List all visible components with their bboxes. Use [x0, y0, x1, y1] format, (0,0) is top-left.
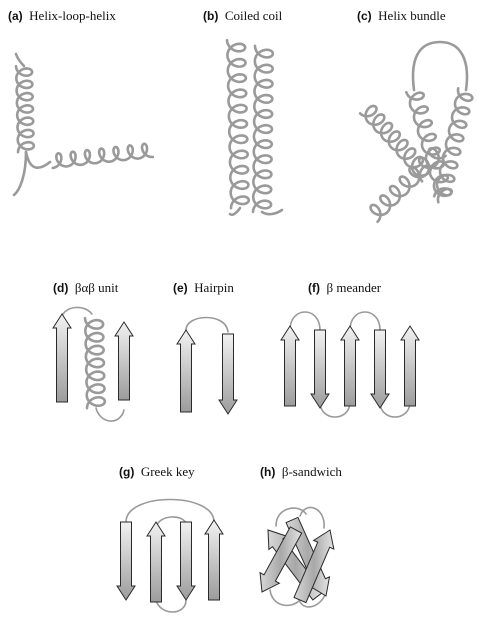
strand-g4	[205, 520, 223, 600]
loop-g-outer	[126, 500, 214, 523]
panel-h-beta-sandwich	[260, 507, 334, 606]
panel-d-bab-unit	[53, 307, 133, 421]
strand-g1	[117, 522, 135, 600]
loop-a-bend	[26, 152, 50, 168]
panel-f-beta-meander	[281, 312, 419, 417]
loop-h2	[300, 507, 324, 528]
loop-e	[186, 318, 228, 333]
strand-f3	[341, 326, 359, 406]
panel-a-helix-loop-helix	[14, 54, 153, 195]
helix-c3	[360, 106, 431, 181]
strand-e2	[219, 334, 237, 414]
loop-a	[14, 152, 26, 195]
strand-d2	[115, 322, 133, 400]
loop-f1	[290, 312, 320, 330]
strand-d1	[53, 314, 71, 402]
loop-d-bottom	[96, 408, 124, 421]
loop-d-top	[62, 307, 92, 316]
strand-g2	[147, 522, 165, 602]
helix-a2	[53, 144, 153, 168]
helix-b1	[227, 40, 249, 208]
loop-f3	[350, 312, 380, 330]
strand-f4	[371, 330, 389, 408]
panel-c-helix-bundle	[360, 42, 472, 222]
panel-g-greek-key	[117, 500, 223, 613]
strand-f1	[281, 326, 299, 406]
panel-e-hairpin	[177, 318, 237, 415]
helix-d	[85, 318, 105, 408]
helix-a1	[16, 66, 34, 152]
helix-a1-entry	[16, 54, 24, 66]
panel-b-coiled-coil	[227, 40, 282, 215]
helix-b2-tail	[262, 210, 282, 214]
strand-f2	[311, 330, 329, 408]
strand-g3	[177, 522, 195, 600]
loop-c-top	[413, 42, 467, 90]
strand-f5	[401, 326, 419, 406]
helix-c2	[434, 88, 472, 196]
strand-e1	[177, 330, 195, 412]
helix-b2	[253, 46, 273, 212]
